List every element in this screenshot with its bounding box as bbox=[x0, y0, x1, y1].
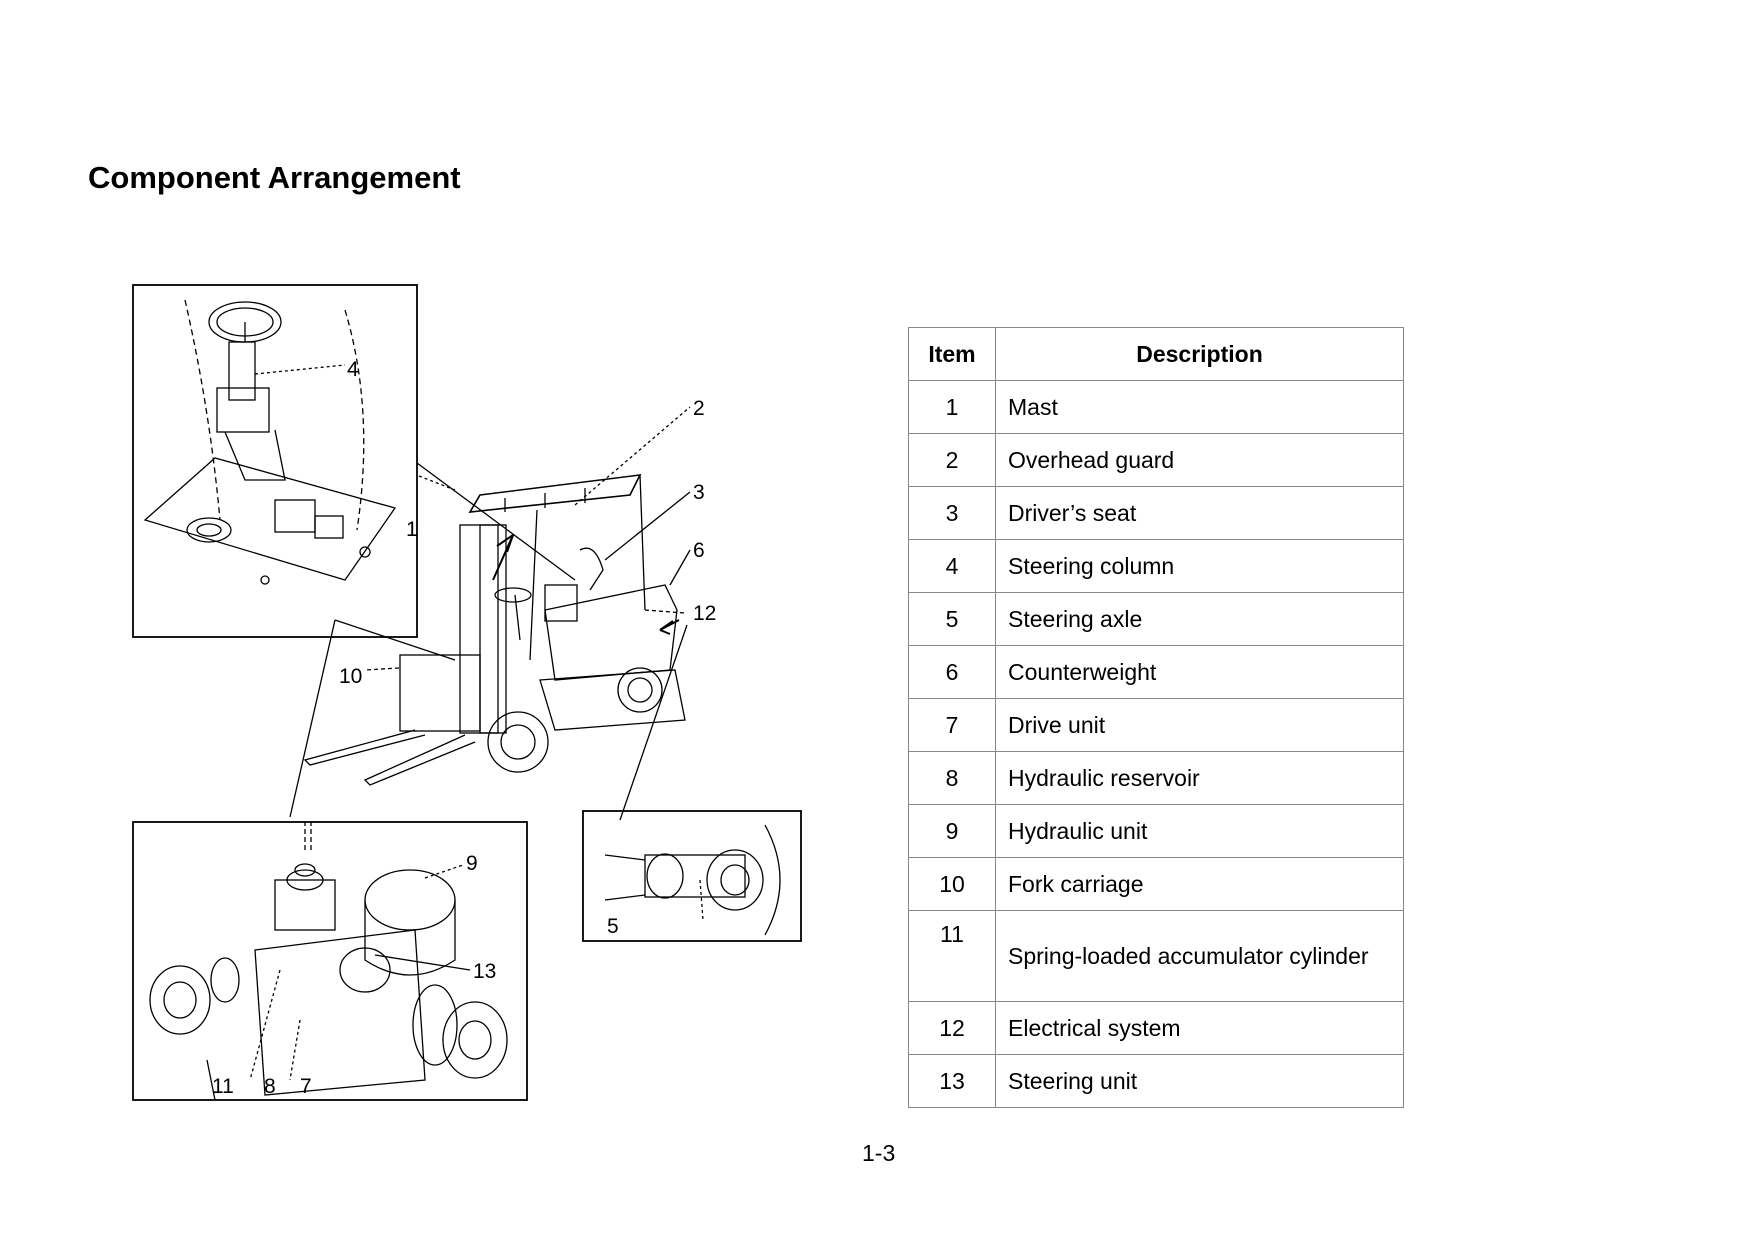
header-item: Item bbox=[908, 327, 996, 381]
table-row: 7 Drive unit bbox=[908, 698, 1404, 752]
callout-13: 13 bbox=[473, 960, 496, 983]
callout-7: 7 bbox=[300, 1075, 312, 1098]
table-row: 13 Steering unit bbox=[908, 1054, 1404, 1108]
table-row: 12 Electrical system bbox=[908, 1001, 1404, 1055]
forklift-illustration: 4 1 2 3 6 12 10 9 13 5 11 8 7 bbox=[132, 284, 802, 1101]
callout-3: 3 bbox=[693, 481, 705, 504]
item-number: 9 bbox=[908, 804, 996, 858]
table-row: 3 Driver’s seat bbox=[908, 486, 1404, 540]
item-number: 3 bbox=[908, 486, 996, 540]
callout-12: 12 bbox=[693, 602, 716, 625]
item-description: Steering unit bbox=[995, 1054, 1404, 1108]
forklift-diagram: 4 1 2 3 6 12 10 9 13 5 11 8 7 bbox=[125, 280, 825, 1120]
header-description: Description bbox=[995, 327, 1404, 381]
callout-10: 10 bbox=[339, 665, 362, 688]
inset-steering-column bbox=[132, 284, 418, 638]
item-description: Drive unit bbox=[995, 698, 1404, 752]
callout-5: 5 bbox=[607, 915, 619, 938]
item-description: Electrical system bbox=[995, 1001, 1404, 1055]
table-row: 11 Spring-loaded accumulator cylinder bbox=[908, 910, 1404, 1002]
item-number: 8 bbox=[908, 751, 996, 805]
item-number: 5 bbox=[908, 592, 996, 646]
table-row: 1 Mast bbox=[908, 380, 1404, 434]
table-row: 10 Fork carriage bbox=[908, 857, 1404, 911]
item-number: 4 bbox=[908, 539, 996, 593]
page-title: Component Arrangement bbox=[88, 160, 461, 195]
item-description: Counterweight bbox=[995, 645, 1404, 699]
item-number: 10 bbox=[908, 857, 996, 911]
item-description: Spring-loaded accumulator cylinder bbox=[995, 910, 1404, 1002]
item-description: Hydraulic unit bbox=[995, 804, 1404, 858]
table-row: 6 Counterweight bbox=[908, 645, 1404, 699]
item-number: 2 bbox=[908, 433, 996, 487]
inset-drive-unit bbox=[132, 821, 528, 1101]
item-number: 7 bbox=[908, 698, 996, 752]
table-row: 2 Overhead guard bbox=[908, 433, 1404, 487]
callout-4: 4 bbox=[347, 358, 359, 381]
item-description: Overhead guard bbox=[995, 433, 1404, 487]
table-row: 8 Hydraulic reservoir bbox=[908, 751, 1404, 805]
item-description: Mast bbox=[995, 380, 1404, 434]
item-description: Fork carriage bbox=[995, 857, 1404, 911]
item-number: 12 bbox=[908, 1001, 996, 1055]
callout-2: 2 bbox=[693, 397, 705, 420]
table-header-row: Item Description bbox=[908, 327, 1404, 381]
item-number: 11 bbox=[908, 910, 996, 1002]
page-number: 1-3 bbox=[862, 1140, 896, 1166]
item-number: 13 bbox=[908, 1054, 996, 1108]
item-number: 1 bbox=[908, 380, 996, 434]
table-row: 4 Steering column bbox=[908, 539, 1404, 593]
callout-11: 11 bbox=[212, 1075, 234, 1098]
callout-9: 9 bbox=[466, 852, 478, 875]
table-row: 5 Steering axle bbox=[908, 592, 1404, 646]
table-row: 9 Hydraulic unit bbox=[908, 804, 1404, 858]
item-description: Steering column bbox=[995, 539, 1404, 593]
callout-6: 6 bbox=[693, 539, 705, 562]
inset-steering-axle bbox=[582, 810, 802, 942]
item-description: Hydraulic reservoir bbox=[995, 751, 1404, 805]
item-description: Steering axle bbox=[995, 592, 1404, 646]
callout-1: 1 bbox=[406, 518, 418, 541]
item-number: 6 bbox=[908, 645, 996, 699]
component-table: Item Description 1 Mast 2 Overhead guard… bbox=[908, 327, 1404, 1108]
callout-8: 8 bbox=[264, 1075, 276, 1098]
item-description: Driver’s seat bbox=[995, 486, 1404, 540]
